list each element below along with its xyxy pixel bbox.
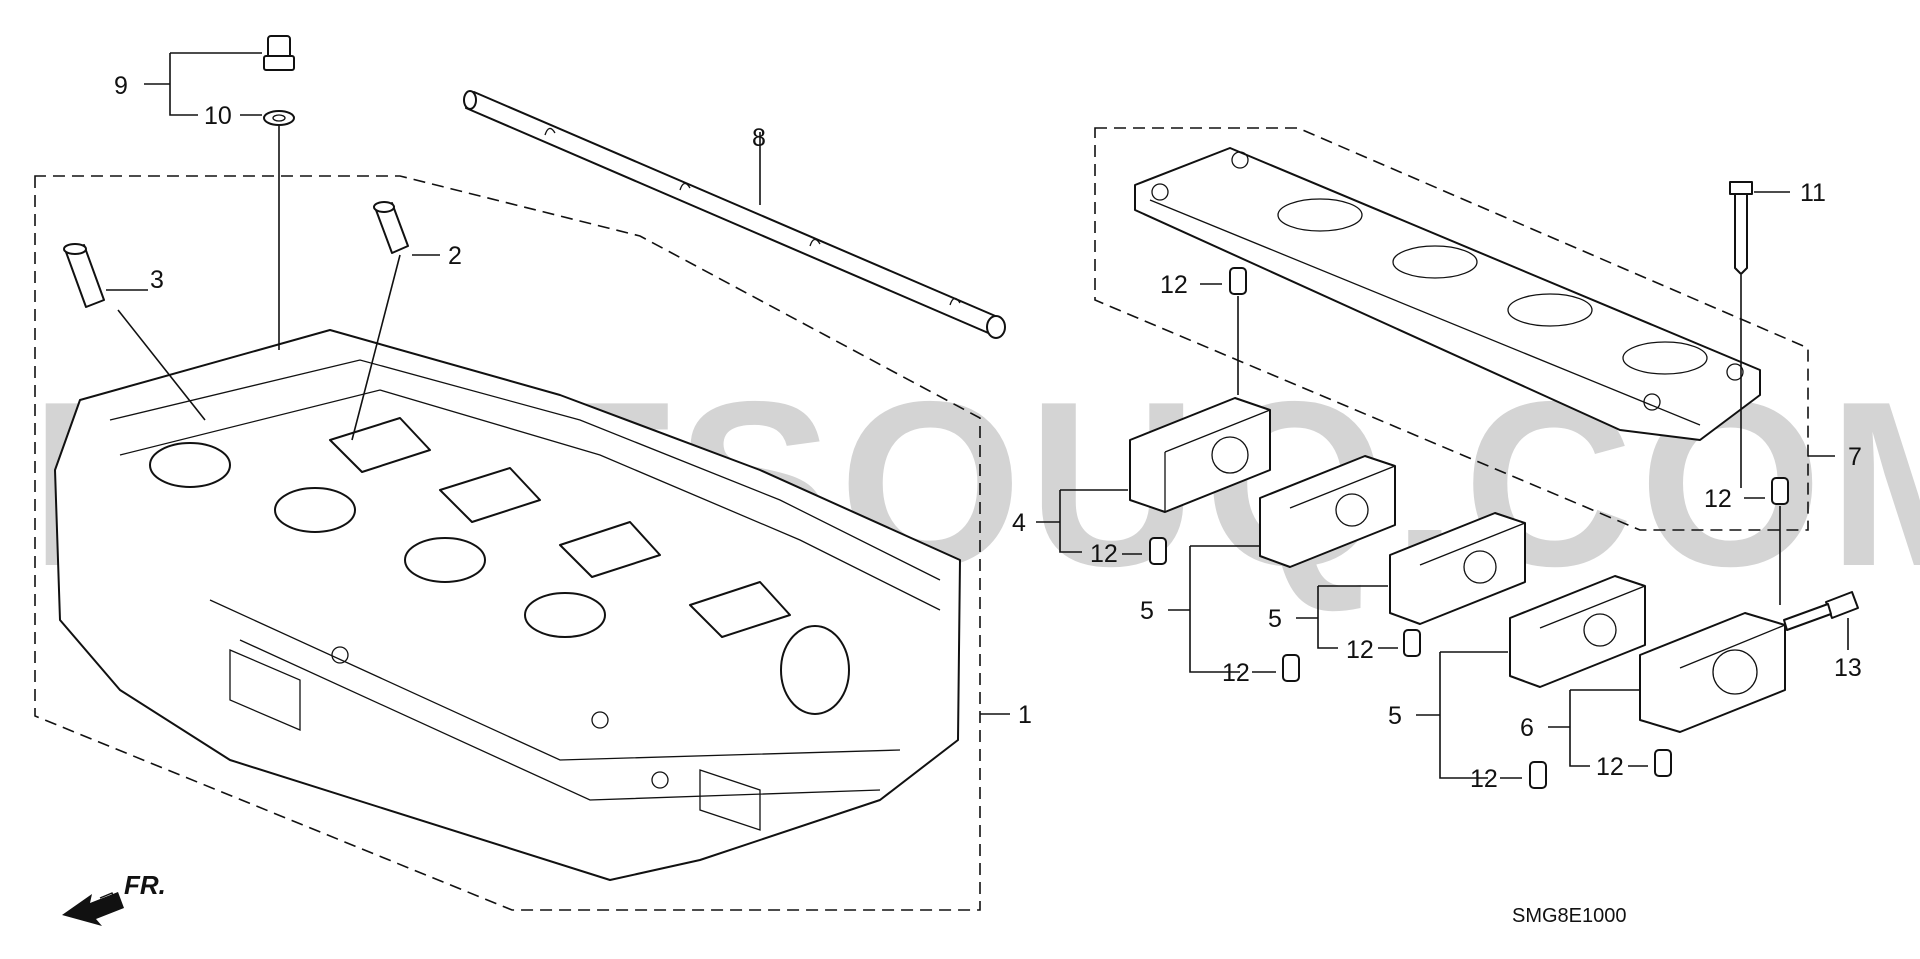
callout-12d: 12	[1222, 659, 1250, 687]
callout-10: 10	[204, 102, 232, 130]
callout-5a: 5	[1140, 597, 1154, 625]
callout-5c: 5	[1388, 702, 1402, 730]
callout-4: 4	[1012, 509, 1026, 537]
camshaft-holder-group: 7 11 12 12 4	[1012, 127, 1862, 793]
callout-11: 11	[1800, 179, 1826, 207]
front-label: FR.	[124, 870, 166, 900]
cylinder-head-group: 2 3 9 10	[34, 35, 1032, 911]
callout-9: 9	[114, 72, 128, 100]
callout-12e: 12	[1346, 636, 1374, 664]
callout-1: 1	[1018, 701, 1032, 729]
holder-part-5a[interactable]	[1259, 455, 1396, 568]
callout-13: 13	[1834, 654, 1862, 682]
callout-12c: 12	[1090, 540, 1118, 568]
washer-part-10[interactable]	[263, 110, 295, 126]
cylinder-head-illustration[interactable]	[54, 329, 961, 881]
shaft-part-8[interactable]	[463, 90, 1006, 339]
holder-part-6[interactable]	[1639, 612, 1786, 733]
holder-part-5b[interactable]	[1389, 512, 1526, 625]
front-direction-indicator: FR.	[62, 870, 166, 926]
dowel-12-part-6[interactable]	[1654, 749, 1672, 777]
plug-part-9[interactable]	[263, 35, 295, 71]
stud-part-2[interactable]	[373, 201, 409, 254]
diagram-code: SMG8E1000	[1512, 905, 1627, 927]
dowel-12-right-upper[interactable]	[1771, 477, 1789, 505]
callout-2: 2	[448, 242, 462, 270]
callout-7: 7	[1848, 443, 1862, 471]
front-arrow-icon	[62, 892, 124, 926]
dowel-12-part-5b[interactable]	[1403, 629, 1421, 657]
callout-12f: 12	[1470, 765, 1498, 793]
holder-frame-part-7[interactable]	[1134, 147, 1761, 441]
holder-part-5c[interactable]	[1509, 575, 1646, 688]
bolt-part-13[interactable]	[1783, 591, 1859, 631]
callout-3: 3	[150, 266, 164, 294]
bolt-part-11[interactable]	[1729, 181, 1753, 275]
dowel-12-part-5a[interactable]	[1282, 654, 1300, 682]
callout-12g: 12	[1596, 753, 1624, 781]
dowel-12-part-5c[interactable]	[1529, 761, 1547, 789]
holder-part-4[interactable]	[1129, 397, 1271, 513]
callout-12a: 12	[1160, 271, 1188, 299]
dowel-12-top[interactable]	[1229, 267, 1247, 295]
stud-part-3[interactable]	[63, 243, 105, 308]
callout-8: 8	[752, 124, 766, 152]
callout-6: 6	[1520, 714, 1534, 742]
callout-5b: 5	[1268, 605, 1282, 633]
dowel-12-part-4[interactable]	[1149, 537, 1167, 565]
callout-12b: 12	[1704, 485, 1732, 513]
